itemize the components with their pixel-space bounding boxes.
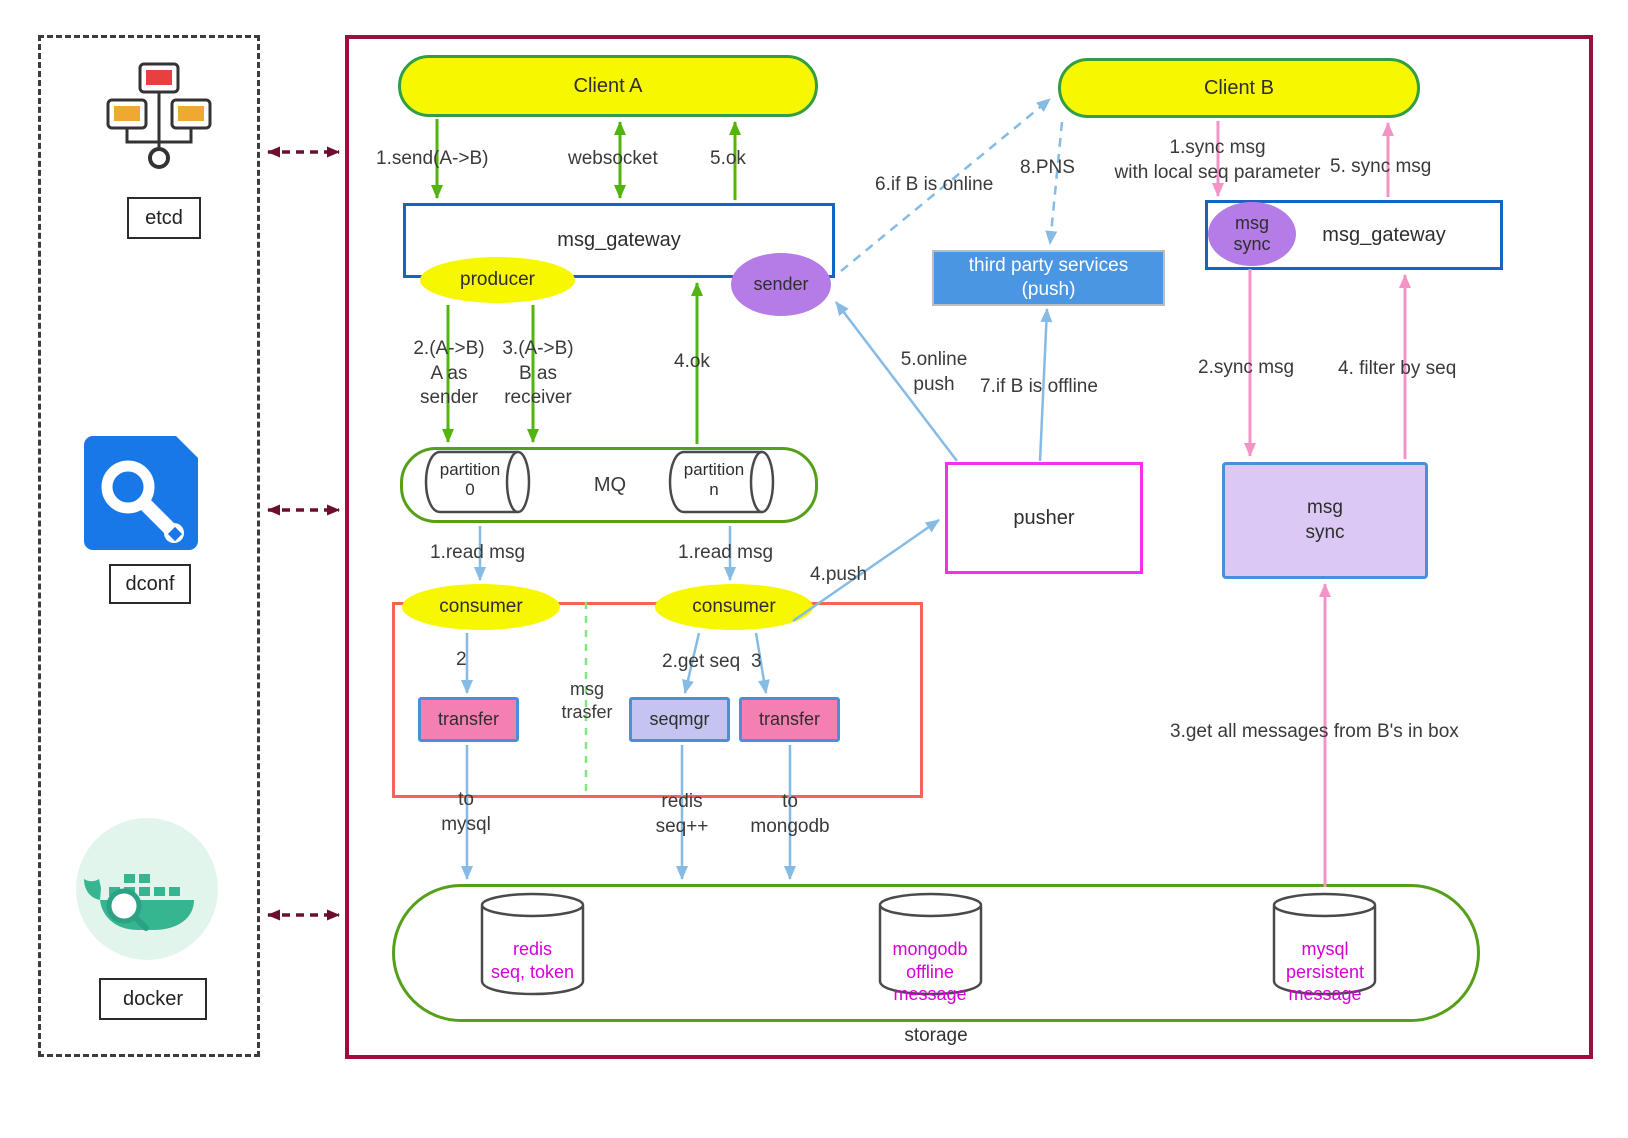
docker-icon [74,816,220,962]
redis-label: redis seq, token [490,939,575,982]
label-if-b-offline: 7.if B is offline [980,376,1098,397]
label-step-2: 2 [456,649,467,670]
label-ok-4: 4.ok [674,351,710,372]
mysql-cylinder [1271,891,1378,997]
partition-n-label: partition n [683,460,745,499]
etcd-label-text: etcd [145,206,183,229]
seqmgr-label: seqmgr [649,709,710,729]
storage-label: storage [904,1025,968,1046]
label-a-as-sender: 2.(A->B) A as sender [413,338,485,409]
label-to-mysql: to mysql [441,789,491,835]
transfer-right-node: transfer [739,697,840,742]
label-online-push: 5.online push [900,349,968,395]
mongodb-cylinder [877,891,984,997]
msg-sync-badge: msg sync [1208,202,1296,266]
transfer-left-label: transfer [437,709,500,729]
label-b-as-receiver: 3.(A->B) B as receiver [502,338,574,409]
label-get-all-messages: 3.get all messages from B's in box [1170,721,1459,742]
client-b-node: Client B [1058,58,1420,118]
mongodb-label: mongodb offline message [892,939,968,1004]
producer-ellipse: producer [420,257,575,303]
producer-label: producer [460,269,535,290]
consumer-right-label: consumer [692,596,776,617]
docker-label-text: docker [122,987,184,1010]
partition-0-label: partition 0 [439,460,501,499]
partition-0-cylinder: partition 0 [424,450,532,514]
third-party-services-node: third party services (push) [932,250,1165,306]
label-to-mongodb: to mongodb [750,791,830,837]
client-a-label: Client A [573,74,643,97]
label-websocket: websocket [568,148,658,169]
label-sync-msg-local-seq: 1.sync msg with local seq parameter [1114,137,1321,183]
transfer-left-node: transfer [418,697,519,742]
label-sync-msg-2: 2.sync msg [1198,357,1295,378]
etcd-icon [100,62,218,188]
consumer-left-label: consumer [439,596,523,617]
label-ok-5: 5.ok [710,148,746,169]
msg-trasfer-label: msg trasfer [561,679,613,723]
dconf-label: dconf [109,564,191,604]
label-filter-by-seq: 4. filter by seq [1338,358,1457,379]
label-get-seq: 2.get seq [662,651,741,672]
label-sync-msg-5: 5. sync msg [1330,156,1432,177]
third-party-label: third party services (push) [968,255,1129,300]
transfer-right-label: transfer [758,709,821,729]
msg-sync-node: msg sync [1222,462,1428,579]
label-if-b-online: 6.if B is online [875,174,994,195]
seqmgr-node: seqmgr [629,697,730,742]
msg-gateway-right-label: msg_gateway [1322,223,1446,246]
label-pns: 8.PNS [1020,157,1075,178]
etcd-label: etcd [127,197,201,239]
pusher-label: pusher [1013,506,1075,529]
msg-gateway-left-label: msg_gateway [557,229,681,251]
consumer-right-ellipse: consumer [655,584,813,630]
label-read-msg-left: 1.read msg [430,542,526,563]
label-push-4: 4.push [810,564,868,585]
consumer-left-ellipse: consumer [402,584,560,630]
label-redis-seq-inc: redis seq++ [655,791,709,837]
pusher-node: pusher [945,462,1143,574]
client-a-node: Client A [398,55,818,117]
msg-sync-badge-label: msg sync [1233,213,1271,254]
partition-n-cylinder: partition n [668,450,776,514]
dconf-label-text: dconf [125,572,175,595]
main-boundary [345,35,1593,1059]
sender-ellipse: sender [731,253,831,316]
label-read-msg-right: 1.read msg [678,542,774,563]
label-send-a-b: 1.send(A->B) [376,148,489,169]
dconf-icon [82,430,220,562]
mq-label: MQ [593,474,627,496]
mysql-label: mysql persistent message [1285,939,1365,1004]
label-step-3: 3 [751,651,762,672]
client-b-label: Client B [1203,76,1275,99]
sender-label: sender [753,274,809,295]
docker-label: docker [99,978,207,1020]
redis-cylinder [479,891,586,997]
msg-sync-label: msg sync [1305,496,1345,543]
